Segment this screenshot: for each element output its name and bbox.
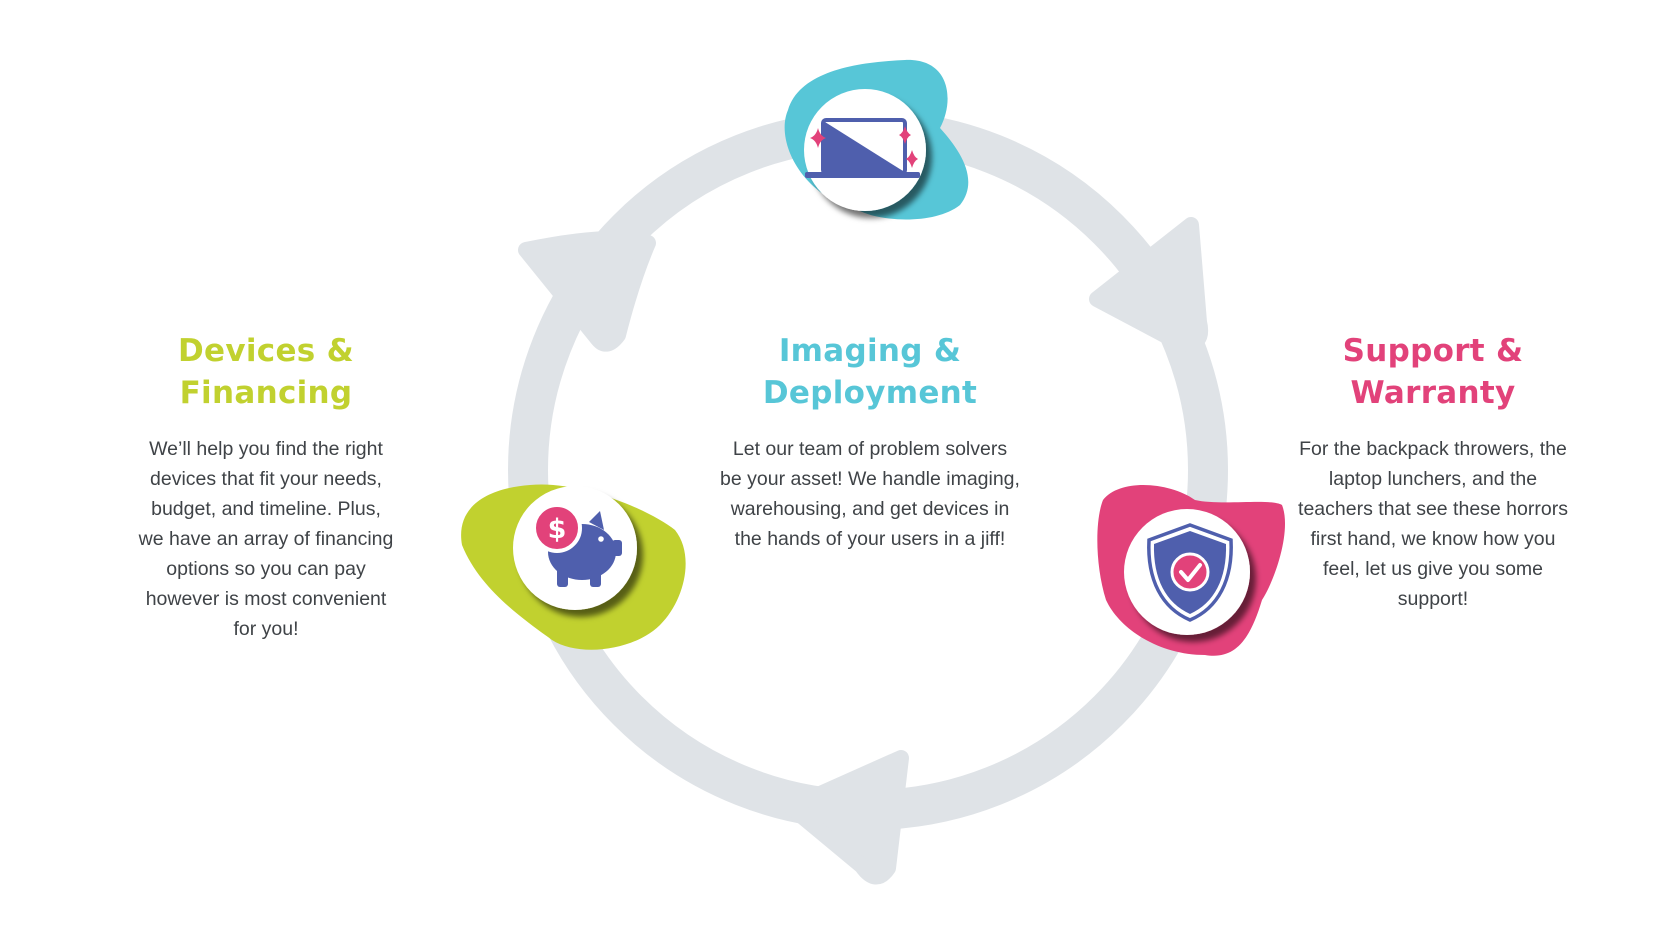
dollar-badge bbox=[532, 503, 582, 553]
shield-check-icon bbox=[1147, 523, 1233, 622]
dollar-badge-symbol: $ bbox=[548, 514, 567, 545]
cycle-arrowhead-top-left bbox=[518, 230, 656, 352]
imaging-title: Imaging & Deployment bbox=[720, 330, 1020, 414]
support-section: Support & Warranty For the backpack thro… bbox=[1298, 330, 1568, 614]
cycle-arrowhead-bottom bbox=[783, 750, 909, 885]
devices-title-line2: Financing bbox=[179, 375, 353, 411]
support-title: Support & Warranty bbox=[1298, 330, 1568, 414]
cycle-arrowhead-right bbox=[1089, 217, 1209, 352]
laptop-sparkle-icon bbox=[805, 118, 920, 178]
devices-title: Devices & Financing bbox=[136, 330, 396, 414]
support-title-line2: Warranty bbox=[1350, 375, 1516, 411]
devices-title-line1: Devices & bbox=[178, 333, 354, 369]
imaging-title-line2: Deployment bbox=[762, 375, 978, 411]
support-title-line1: Support & bbox=[1342, 333, 1524, 369]
support-body: For the backpack throwers, the laptop lu… bbox=[1298, 438, 1568, 610]
devices-body: We’ll help you find the right devices th… bbox=[138, 438, 394, 640]
devices-section: Devices & Financing We’ll help you find … bbox=[136, 330, 396, 644]
piggy-bank-icon: $ bbox=[532, 503, 622, 587]
imaging-section: Imaging & Deployment Let our team of pro… bbox=[720, 330, 1020, 554]
imaging-body: Let our team of problem solvers be your … bbox=[720, 438, 1020, 550]
imaging-title-line1: Imaging & bbox=[778, 333, 962, 369]
